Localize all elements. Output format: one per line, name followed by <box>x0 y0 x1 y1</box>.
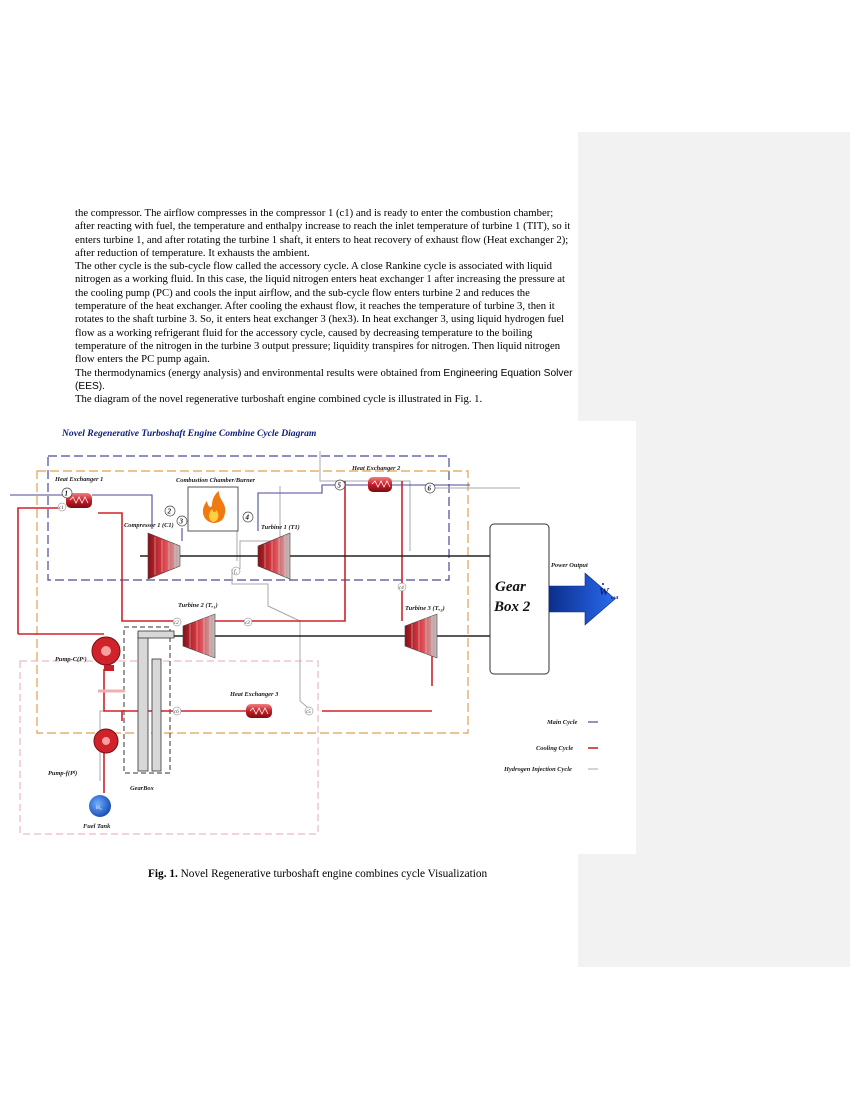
legend-cooling-cycle: Cooling Cycle <box>536 745 573 752</box>
main-cycle-boundary <box>47 455 450 581</box>
state-point-c3: c3 <box>245 621 250 626</box>
heat-exchanger-1 <box>66 493 92 508</box>
thermo-text: The thermodynamics (energy analysis) and… <box>75 366 444 379</box>
power-output-label: Power Output <box>551 562 588 569</box>
hydrogen-cycle-boundary <box>19 660 319 835</box>
state-point-4: 4 <box>245 514 250 522</box>
figure-caption-text: Novel Regenerative turboshaft engine com… <box>177 868 488 880</box>
state-point-markers: 1 2 3 4 5 6 <box>61 479 436 527</box>
fuel-tank: H₂ <box>89 795 111 817</box>
state-point-f1: f₁ <box>234 570 237 575</box>
body-text: the compressor. The airflow compresses i… <box>75 207 575 406</box>
state-point-3: 3 <box>179 518 184 526</box>
legend-main-cycle: Main Cycle <box>546 719 578 726</box>
turbine-3 <box>404 613 438 659</box>
pump-f-label: Pump-f(Pᶠ) <box>48 770 77 777</box>
gear-box-2-label-line1: Gear <box>495 579 526 595</box>
state-point-6: 6 <box>428 485 432 493</box>
cooling-state-markers: c1 c2 c3 c4 c5 c6 f₁ <box>57 502 407 716</box>
state-point-c4: c4 <box>399 586 404 591</box>
heat-exchanger-3-label: Heat Exchanger 3 <box>229 691 279 698</box>
heat-exchanger-2-label: Heat Exchanger 2 <box>351 465 401 472</box>
legend-hydrogen-cycle: Hydrogen Injection Cycle <box>503 766 572 773</box>
compressor-1-label: Compressor 1 (C1) <box>124 522 174 529</box>
ees-text: Engineering Equation Solver (EES). <box>75 367 573 392</box>
combustion-chamber-label: Combustion Chamber/Burner <box>176 477 256 484</box>
state-point-c5: c5 <box>306 710 311 715</box>
pump-f <box>93 728 119 754</box>
legend: Main Cycle Cooling Cycle Hydrogen Inject… <box>503 719 598 773</box>
heat-exchanger-3 <box>246 704 272 718</box>
compressor-1 <box>147 532 181 580</box>
turbine-3-label: Turbine 3 (Tₒ₂) <box>405 605 445 612</box>
fuel-tank-label: Fuel Tank <box>83 823 111 830</box>
state-point-c6: c6 <box>174 710 179 715</box>
paragraph-thermodynamics: The thermodynamics (energy analysis) and… <box>75 367 575 394</box>
paragraph-diagram-intro: The diagram of the novel regenerative tu… <box>75 393 483 406</box>
paragraph-main-cycle: the compressor. The airflow compresses i… <box>75 207 571 259</box>
gearbox-label: GearBox <box>130 785 155 792</box>
w-out-subscript: out <box>611 595 619 601</box>
power-output-arrow <box>548 572 616 626</box>
gearbox <box>137 630 175 772</box>
cycle-diagram-figure: Novel Regenerative Turboshaft Engine Com… <box>0 421 636 854</box>
figure-caption: Fig. 1. Novel Regenerative turboshaft en… <box>148 868 487 880</box>
state-point-c1: c1 <box>59 506 64 511</box>
turbine-1 <box>257 532 291 580</box>
w-out-symbol: W <box>599 586 610 598</box>
fuel-tank-symbol: H₂ <box>96 805 102 811</box>
combustion-chamber <box>187 486 239 532</box>
gear-box-2-label-line2: Box 2 <box>493 599 531 615</box>
turbine-2-label: Turbine 2 (Tₒ₁) <box>178 602 218 609</box>
paragraph-accessory-cycle: The other cycle is the sub-cycle flow ca… <box>75 260 565 366</box>
pump-c-label: Pump-C(Pᶜ) <box>55 656 87 663</box>
turbine-2 <box>182 613 216 659</box>
state-point-2: 2 <box>167 508 172 516</box>
cooling-cycle-boundary <box>36 470 469 734</box>
pump-c <box>91 636 121 671</box>
heat-exchanger-1-label: Heat Exchanger 1 <box>54 476 103 483</box>
state-point-5: 5 <box>338 482 342 490</box>
figure-caption-label: Fig. 1. <box>148 868 178 880</box>
heat-exchanger-2 <box>368 477 392 492</box>
state-point-1: 1 <box>65 490 69 498</box>
turbine-1-label: Turbine 1 (T1) <box>261 524 300 531</box>
figure-title: Novel Regenerative Turboshaft Engine Com… <box>61 428 316 439</box>
state-point-c2: c2 <box>174 621 179 626</box>
